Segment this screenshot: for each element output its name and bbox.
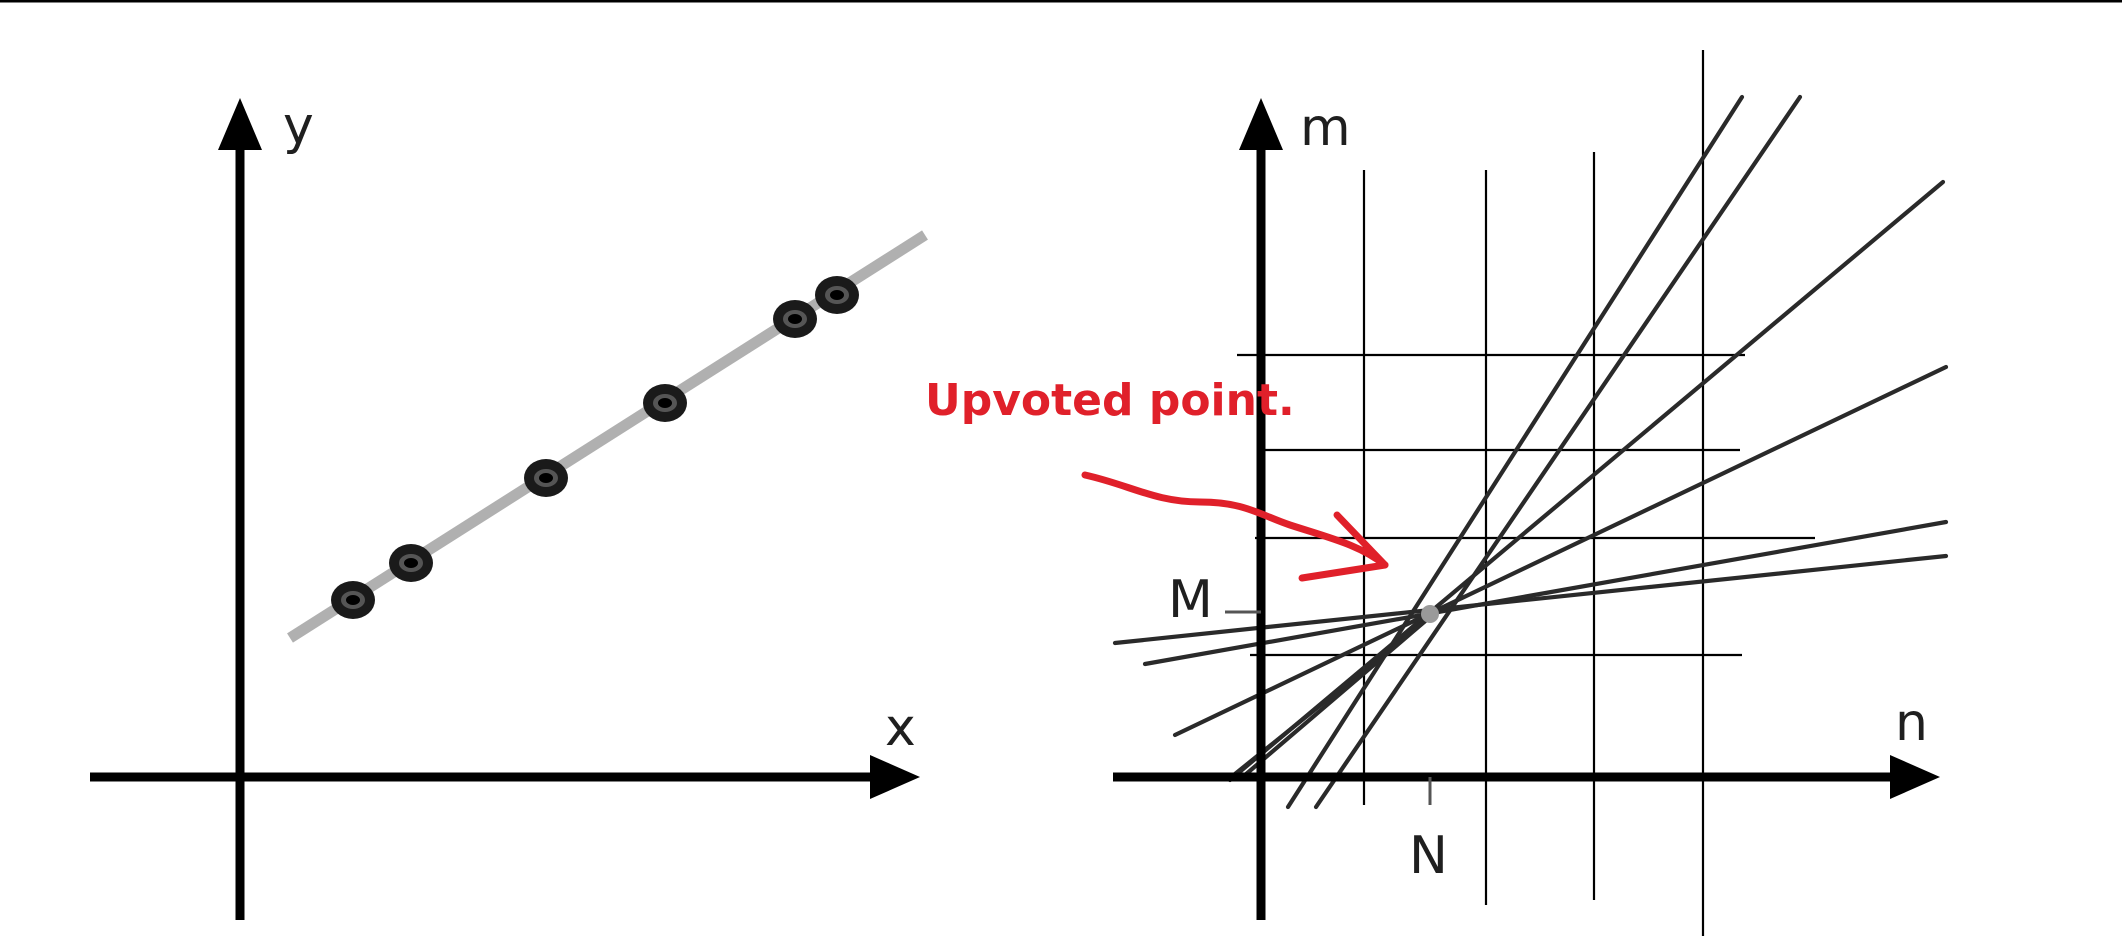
left-x-arrowhead [870,755,920,799]
data-point-core [830,290,844,300]
right-x-axis-label: n [1895,693,1928,753]
data-point-core [346,595,360,605]
data-point-core [658,398,672,408]
parameter-line [1142,519,1949,667]
left-y-axis-label: y [283,96,314,156]
left-x-axis-label: x [885,698,916,758]
left-y-arrowhead [218,98,262,150]
annotation-arrow-head [1298,511,1389,582]
grid-lines [1237,50,1815,936]
left-panel: x y [90,96,928,920]
parameter-line [1172,364,1949,738]
right-y-axis-label: m [1300,98,1351,158]
annotation-arrow [1081,471,1389,582]
right-panel: n m N M Upvoted point. [925,50,1949,936]
data-point-core [404,558,418,568]
n-tick-label: N [1409,826,1448,886]
right-x-arrowhead [1890,755,1940,799]
parameter-line [1285,94,1745,810]
parameter-line [1313,94,1803,810]
annotation-arrow-shaft [1081,471,1389,569]
data-points [331,276,859,619]
right-y-arrowhead [1239,98,1283,150]
data-point-core [539,473,553,483]
data-point-core [788,314,802,324]
parameter-line [1242,614,1433,778]
parameter-lines [1112,94,1949,810]
annotation-label: Upvoted point. [925,375,1295,426]
parameter-line [1112,553,1949,646]
m-tick-label: M [1168,570,1213,630]
intersection-point [1421,605,1439,623]
